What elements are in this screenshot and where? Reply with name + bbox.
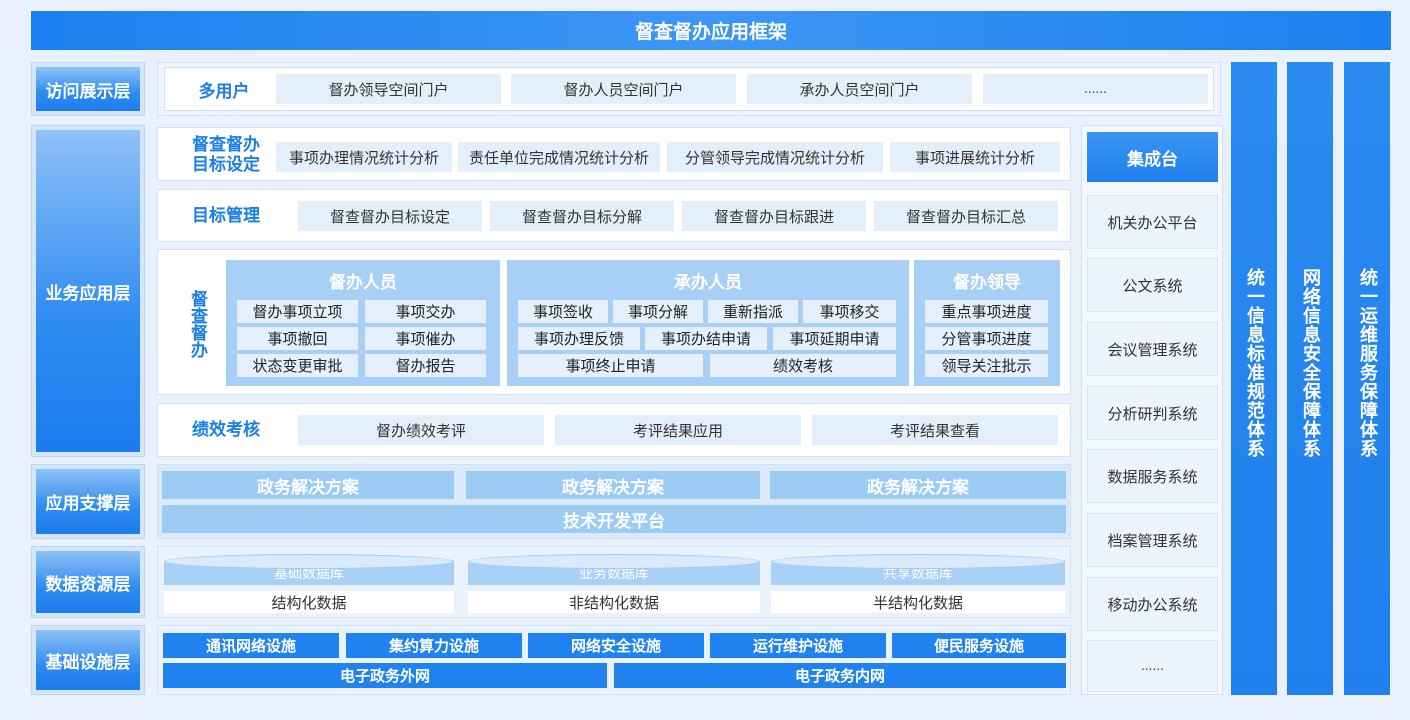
system-cell: 机关办公平台 [1087,195,1218,249]
portal-cell: ...... [983,74,1208,104]
group-title: 承办人员 [674,272,742,293]
row-title: 督查督办 [187,290,207,358]
analysis-cell: 责任单位完成情况统计分析 [458,142,660,172]
row-title: 绩效考核 [192,420,260,440]
page-title: 督查督办应用框架 [31,11,1391,50]
side-system-standard: 统一信息标准规范体系 [1231,62,1277,695]
task-cell: 事项签收 [518,300,608,323]
manage-row: 目标管理 督查督办目标设定 督查督办目标分解 督查督办目标跟进 督查督办目标汇总 [157,189,1071,242]
task-cell: 状态变更审批 [237,354,358,377]
task-cell: 分管事项进度 [925,327,1048,350]
row-title: 多用户 [198,82,250,102]
task-cell: 事项移交 [803,300,896,323]
data-type-cell: 半结构化数据 [771,591,1065,613]
task-cell: 重点事项进度 [925,300,1048,323]
portal-cell: 督办领导空间门户 [276,74,501,104]
analysis-cell: 分管领导完成情况统计分析 [667,142,883,172]
facility-cell: 网络安全设施 [528,633,704,658]
infra-section: 通讯网络设施 集约算力设施 网络安全设施 运行维护设施 便民服务设施 电子政务外… [157,625,1071,695]
layer-label: 业务应用层 [36,130,140,452]
layer-label: 应用支撑层 [36,469,140,534]
side-system-label: 统一运维服务保障体系 [1357,268,1378,458]
layer-label: 访问展示层 [36,67,140,111]
target-row: 督查督办 目标设定 事项办理情况统计分析 责任单位完成情况统计分析 分管领导完成… [157,127,1071,181]
perf-cell: 考评结果应用 [555,415,801,445]
manage-cell: 督查督办目标跟进 [682,201,866,231]
system-cell: ...... [1087,640,1218,692]
network-cell: 电子政务内网 [614,663,1066,688]
group-title: 督办领导 [953,272,1021,293]
row-title-line: 督查督办 [192,135,260,155]
manage-cell: 督查督办目标设定 [298,201,482,231]
side-system-label: 网络信息安全保障体系 [1300,268,1321,458]
side-system-label: 统一信息标准规范体系 [1244,268,1265,458]
layer-access: 访问展示层 [31,62,145,116]
layer-support: 应用支撑层 [31,464,145,539]
task-cell: 事项交办 [365,300,486,323]
task-cell: 领导关注批示 [925,354,1048,377]
system-cell: 分析研判系统 [1087,386,1218,440]
facility-cell: 运行维护设施 [710,633,886,658]
support-section: 政务解决方案 政务解决方案 政务解决方案 技术开发平台 [157,464,1071,539]
database-cap [468,554,760,569]
perf-cell: 考评结果查看 [812,415,1058,445]
manage-cell: 督查督办目标分解 [490,201,674,231]
group-handler: 承办人员 事项签收 事项分解 重新指派 事项移交 事项办理反馈 事项办结申请 事… [507,260,909,386]
analysis-cell: 事项进展统计分析 [890,142,1060,172]
database-cap [164,554,454,569]
task-cell: 事项催办 [365,327,486,350]
access-row: 多用户 督办领导空间门户 督办人员空间门户 承办人员空间门户 ...... [157,62,1221,116]
task-cell: 重新指派 [708,300,798,323]
analysis-cell: 事项办理情况统计分析 [276,142,452,172]
task-cell: 事项分解 [613,300,703,323]
system-cell: 移动办公系统 [1087,577,1218,631]
perf-row: 绩效考核 督办绩效考评 考评结果应用 考评结果查看 [157,403,1071,457]
facility-cell: 便民服务设施 [892,633,1066,658]
row-title: 目标管理 [192,206,260,226]
system-cell: 档案管理系统 [1087,513,1218,567]
task-cell: 绩效考核 [710,354,896,377]
data-type-cell: 结构化数据 [164,591,454,613]
data-section: 基础数据库 业务数据库 共享数据库 结构化数据 非结构化数据 半结构化数据 [157,546,1071,618]
layer-label: 数据资源层 [36,551,140,613]
task-cell: 督办报告 [365,354,486,377]
solution-cell: 政务解决方案 [162,471,454,499]
group-leader: 督办领导 重点事项进度 分管事项进度 领导关注批示 [914,260,1060,386]
task-cell: 事项终止申请 [518,354,703,377]
task-cell: 事项撤回 [237,327,358,350]
perf-cell: 督办绩效考评 [298,415,544,445]
group-supervisor: 督办人员 督办事项立项 事项交办 事项撤回 事项催办 状态变更审批 督办报告 [226,260,500,386]
layer-infra: 基础设施层 [31,625,145,695]
data-type-cell: 非结构化数据 [468,591,760,613]
layer-label: 基础设施层 [36,630,140,690]
row-title-line: 目标设定 [192,155,260,175]
integration-column: 集成台 机关办公平台 公文系统 会议管理系统 分析研判系统 数据服务系统 档案管… [1081,125,1223,695]
database-cap [771,554,1065,569]
platform-cell: 技术开发平台 [162,505,1066,533]
row-title: 督查督办 目标设定 [176,132,276,178]
solution-cell: 政务解决方案 [770,471,1066,499]
system-cell: 会议管理系统 [1087,322,1218,376]
layer-data: 数据资源层 [31,546,145,618]
task-cell: 事项办结申请 [645,327,767,350]
side-system-ops: 统一运维服务保障体系 [1344,62,1390,695]
network-cell: 电子政务外网 [163,663,607,688]
system-cell: 数据服务系统 [1087,449,1218,503]
layer-business: 业务应用层 [31,125,145,457]
side-system-security: 网络信息安全保障体系 [1287,62,1333,695]
portal-cell: 督办人员空间门户 [511,74,736,104]
manage-cell: 督查督办目标汇总 [874,201,1058,231]
facility-cell: 通讯网络设施 [163,633,339,658]
task-cell: 事项办理反馈 [518,327,640,350]
portal-cell: 承办人员空间门户 [747,74,972,104]
integration-title: 集成台 [1087,132,1218,182]
group-title: 督办人员 [329,272,397,293]
solution-cell: 政务解决方案 [466,471,760,499]
supervise-section: 督查督办 督办人员 督办事项立项 事项交办 事项撤回 事项催办 状态变更审批 督… [157,249,1071,395]
database: 共享数据库 [771,561,1065,585]
task-cell: 事项延期申请 [773,327,896,350]
system-cell: 公文系统 [1087,258,1218,312]
facility-cell: 集约算力设施 [346,633,522,658]
task-cell: 督办事项立项 [237,300,358,323]
